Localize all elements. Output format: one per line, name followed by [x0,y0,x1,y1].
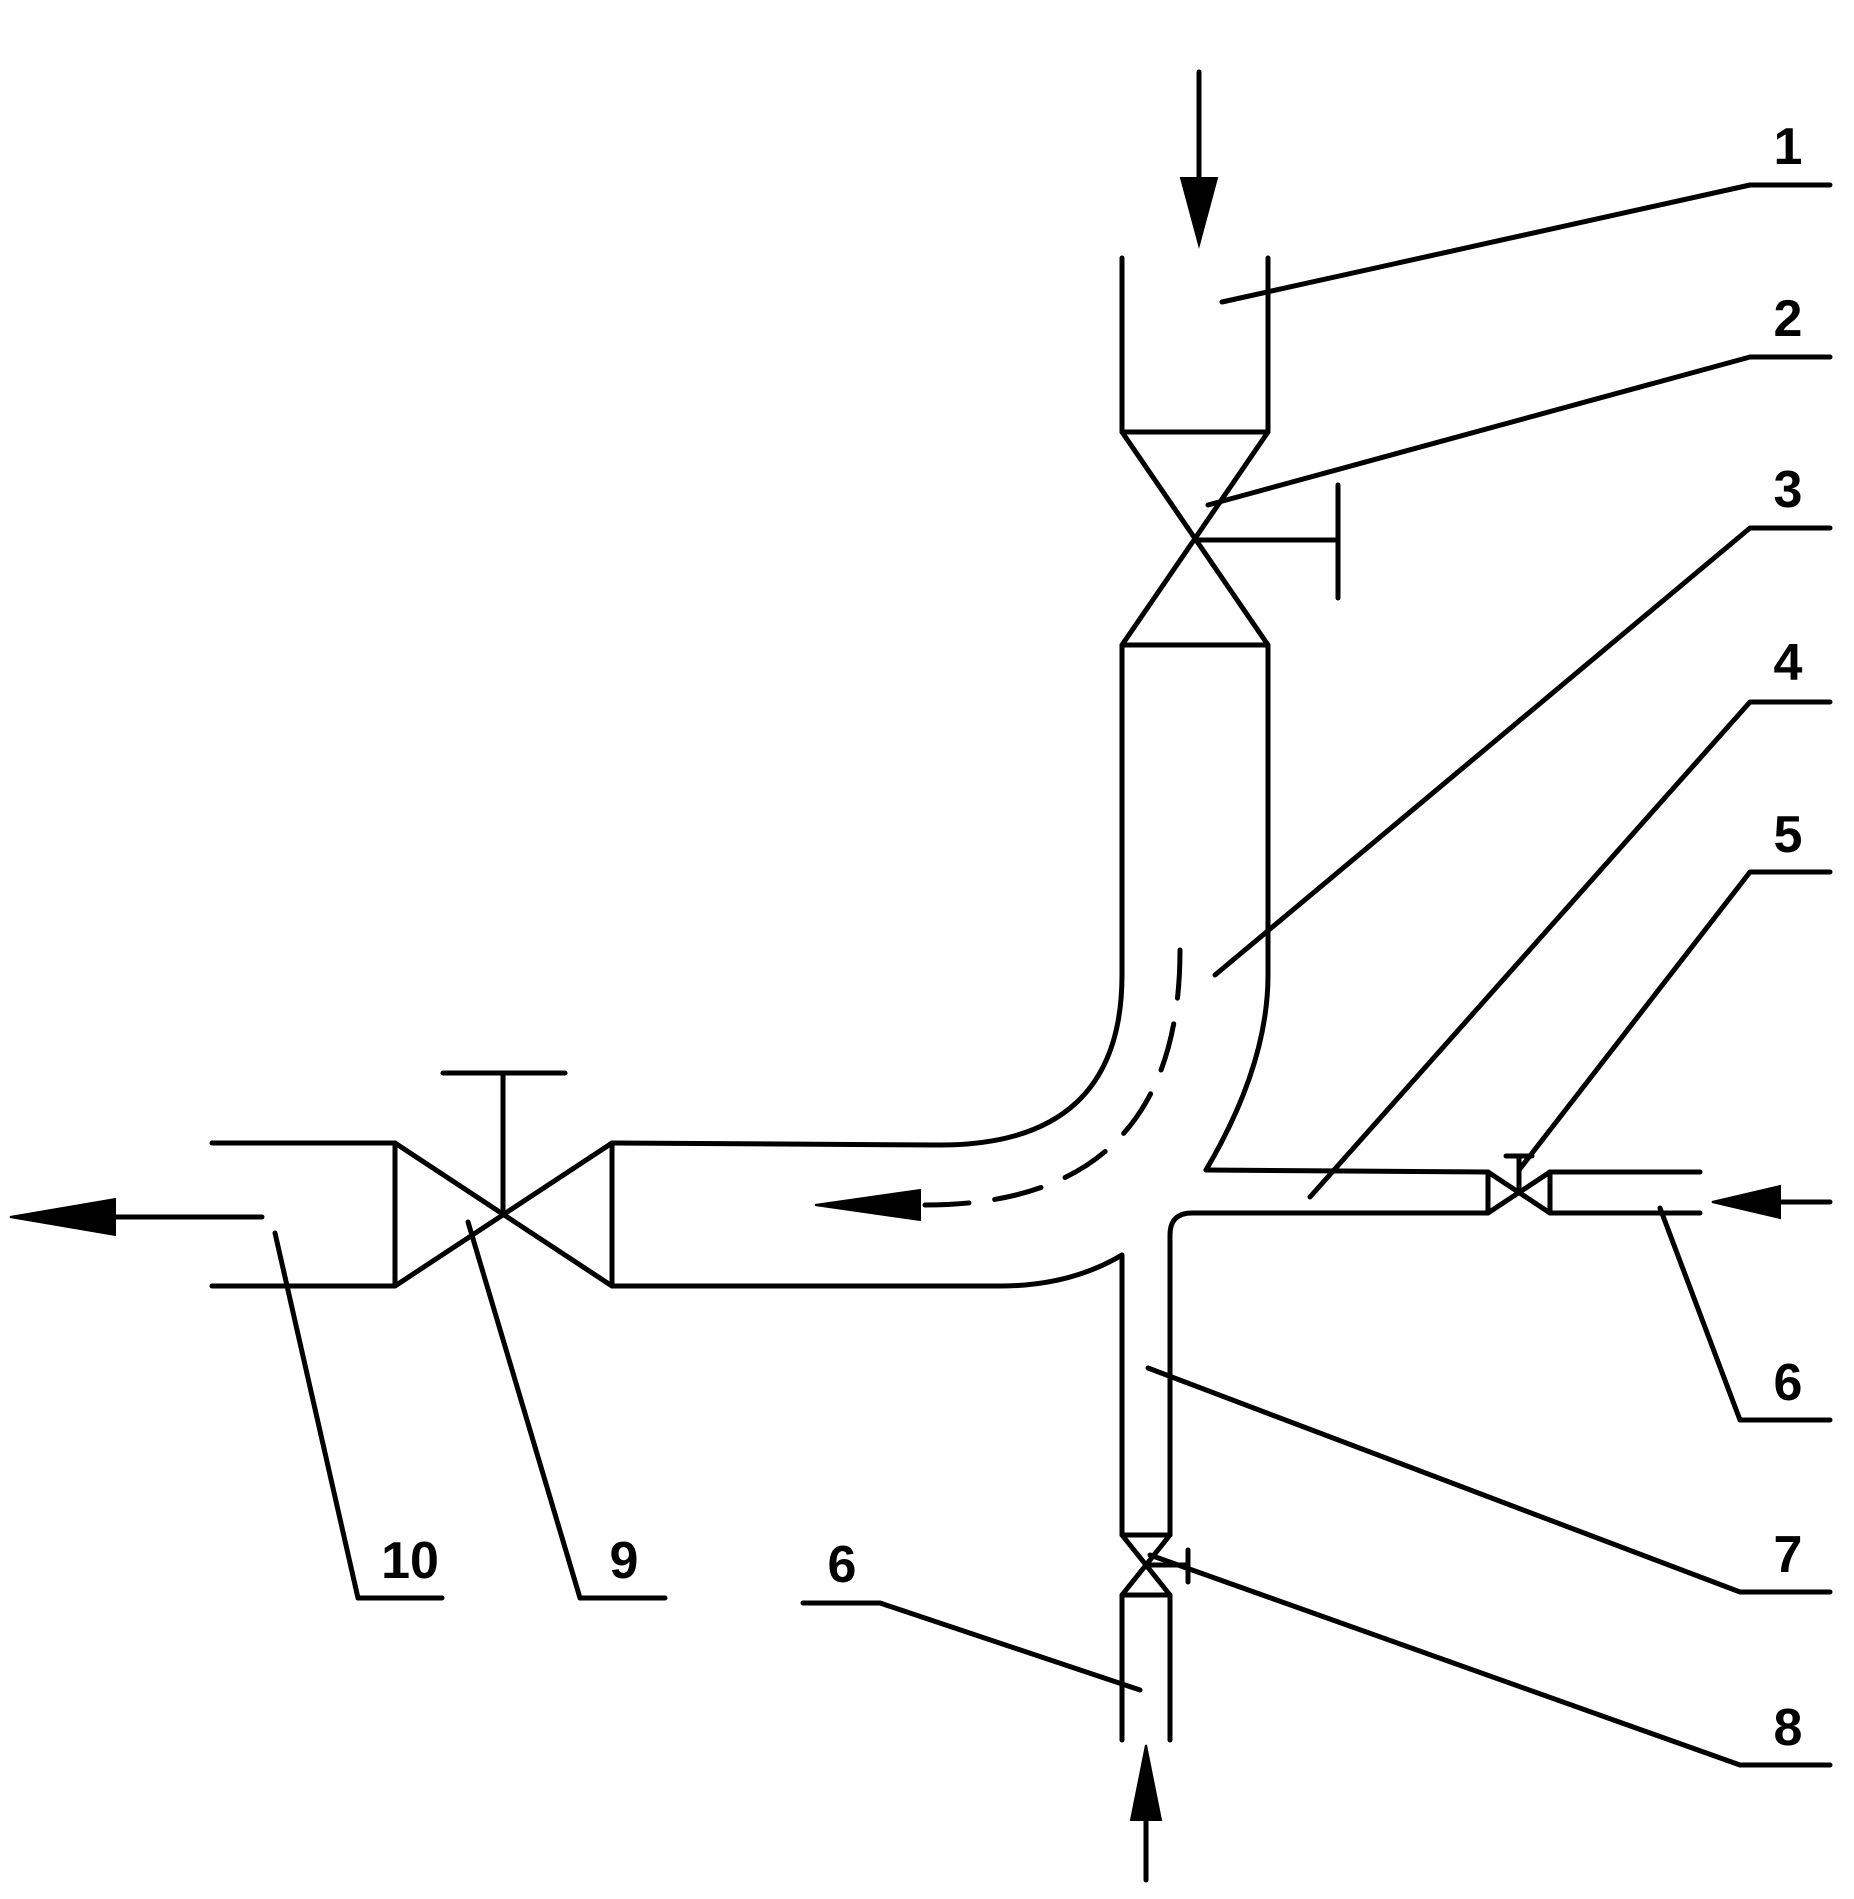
leader-7 [1145,1365,1833,1595]
leader-5 [1516,869,1833,1173]
top-inlet-arrow [1179,69,1219,249]
label-1: 1 [1774,118,1803,176]
leader-1 [1219,182,1833,305]
leader-8 [1147,1552,1833,1768]
left-valve [392,1070,615,1289]
label-2: 2 [1774,290,1803,348]
label-10: 10 [381,1532,439,1590]
right-inlet-arrow [1711,1184,1833,1220]
leader-10 [272,1230,445,1601]
label-3: 3 [1774,461,1803,519]
main-elbow-pipe [609,642,1271,1289]
right-stub-pipe [1547,1169,1703,1216]
leader-6-bottom [800,1600,1143,1693]
bottom-inlet-arrow [1129,1744,1163,1883]
bottom-stub-pipe [1119,1592,1173,1743]
leader-4 [1307,699,1833,1200]
leader-lines [272,182,1833,1768]
left-outlet-arrow [9,1197,265,1237]
label-4: 4 [1774,634,1803,692]
leader-6-right [1657,1205,1833,1423]
top-valve [1119,429,1341,648]
label-6-bottom: 6 [828,1536,857,1594]
label-9: 9 [610,1532,639,1590]
label-8: 8 [1774,1699,1803,1757]
flow-path-arrow [814,947,1183,1222]
bottom-vertical-pipe [1119,1252,1173,1538]
top-inlet-pipe [1119,255,1271,435]
leader-2 [1205,354,1833,508]
right-inlet-pipe [1167,1167,1491,1258]
label-5: 5 [1774,806,1803,864]
label-7: 7 [1774,1526,1803,1584]
leader-9 [465,1219,668,1601]
right-small-valve [1485,1153,1553,1216]
label-6-right: 6 [1774,1354,1803,1412]
left-outlet-pipe [209,1140,398,1289]
leader-3 [1212,525,1833,978]
